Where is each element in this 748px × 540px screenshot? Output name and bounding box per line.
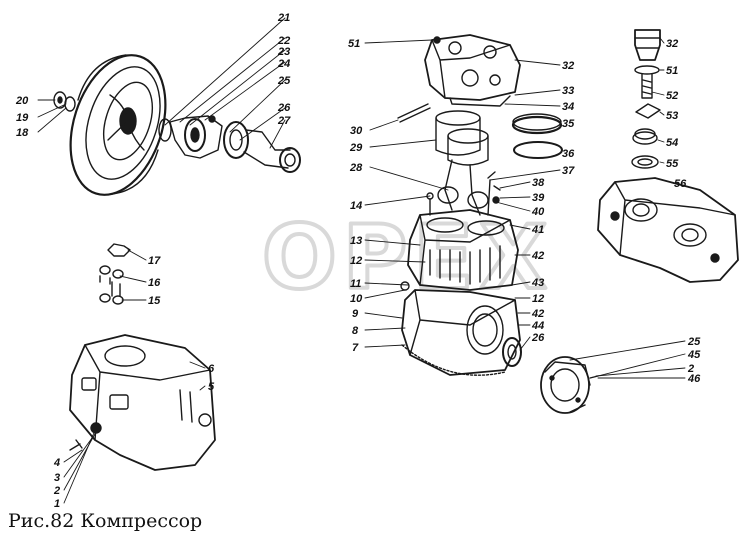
- callout-6: 6: [208, 363, 215, 375]
- unloader-valve: [631, 29, 661, 169]
- shaft-bearing-assembly: [158, 115, 301, 173]
- callout-42a: 42: [531, 250, 544, 262]
- callout-41: 41: [531, 224, 544, 236]
- callout-32a: 32: [562, 60, 574, 72]
- callout-25b: 25: [687, 336, 701, 348]
- pistons-rings: [397, 103, 563, 166]
- bearing-end-cover: [540, 356, 599, 414]
- watermark: ОРЕХ: [260, 204, 553, 311]
- callout-15: 15: [148, 295, 161, 307]
- callout-23: 23: [277, 46, 290, 58]
- callout-26b: 26: [531, 332, 545, 344]
- callout-7: 7: [352, 342, 359, 354]
- callout-30: 30: [350, 125, 363, 137]
- callout-45: 45: [687, 349, 701, 361]
- valves-springs: [99, 243, 131, 305]
- callout-5: 5: [208, 381, 215, 393]
- callout-54: 54: [666, 137, 678, 149]
- callout-34: 34: [562, 101, 574, 113]
- callout-51a: 51: [348, 38, 360, 50]
- callout-28: 28: [349, 162, 363, 174]
- callout-39: 39: [532, 192, 545, 204]
- callout-17: 17: [148, 255, 161, 267]
- connecting-rods: [437, 159, 501, 216]
- cylinder-head-lower: [69, 334, 216, 471]
- callout-42b: 42: [531, 308, 544, 320]
- callout-19: 19: [16, 112, 29, 124]
- callout-3: 3: [54, 472, 60, 484]
- callout-37: 37: [562, 165, 575, 177]
- callout-44: 44: [531, 320, 544, 332]
- callout-4: 4: [53, 457, 60, 469]
- cylinder-head-upper: [424, 34, 521, 107]
- callout-18: 18: [16, 127, 29, 139]
- callout-numbers: 21 22 23 24 25 26 27 20 19 18 51 32 33 3…: [15, 12, 701, 510]
- callout-20: 20: [15, 95, 29, 107]
- watermark-text: ОРЕХ: [262, 206, 553, 309]
- callout-55: 55: [666, 158, 679, 170]
- crankcase: [400, 281, 522, 376]
- callout-22: 22: [277, 35, 290, 47]
- callout-2a: 2: [53, 485, 60, 497]
- leader-lines: [37, 17, 701, 504]
- callout-10: 10: [350, 293, 363, 305]
- callout-53: 53: [666, 110, 678, 122]
- callout-1: 1: [54, 498, 60, 510]
- pulley: [69, 54, 167, 196]
- callout-29: 29: [349, 142, 363, 154]
- callout-25a: 25: [277, 75, 291, 87]
- callout-16: 16: [148, 277, 161, 289]
- callout-51b: 51: [666, 65, 678, 77]
- callout-12b: 12: [532, 293, 544, 305]
- callout-26a: 26: [277, 102, 291, 114]
- callout-35: 35: [562, 118, 575, 130]
- figure-caption: Рис.82 Компрессор: [8, 510, 203, 532]
- callout-46: 46: [687, 373, 701, 385]
- callout-32b: 32: [666, 38, 678, 50]
- compressor-top-cover: [597, 177, 739, 283]
- callout-38: 38: [532, 177, 545, 189]
- callout-12a: 12: [350, 255, 362, 267]
- callout-40: 40: [531, 206, 545, 218]
- callout-33: 33: [562, 85, 574, 97]
- callout-43: 43: [531, 277, 544, 289]
- callout-9: 9: [352, 308, 359, 320]
- callout-56: 56: [674, 178, 687, 190]
- callout-2b: 2: [687, 363, 694, 375]
- callout-52: 52: [666, 90, 678, 102]
- callout-36: 36: [562, 148, 575, 160]
- callout-13: 13: [350, 235, 362, 247]
- callout-11: 11: [350, 278, 361, 290]
- callout-8: 8: [352, 325, 359, 337]
- callout-27: 27: [277, 115, 291, 127]
- callout-21: 21: [277, 12, 290, 24]
- callout-14: 14: [350, 200, 362, 212]
- callout-24: 24: [277, 58, 290, 70]
